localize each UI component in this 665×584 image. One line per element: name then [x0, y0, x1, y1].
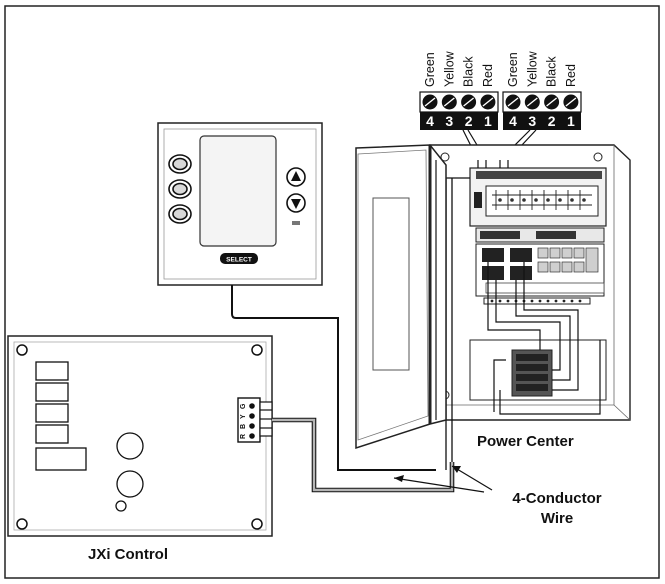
screw-slot-mark [443, 97, 455, 107]
four-conductor-wire [272, 417, 455, 493]
screw-slot-mark [507, 97, 519, 107]
wire-color-label: Green [423, 52, 437, 87]
board-terminal-screw-icon [249, 403, 255, 409]
wire-color-label: Green [506, 52, 520, 87]
thermostat-display [199, 135, 277, 247]
board-terminal-mark: Y [240, 414, 247, 419]
board-terminal-mark: G [240, 403, 247, 409]
thermostat-panel: SELECT [157, 122, 323, 286]
thermostat-arrow-buttons [286, 167, 306, 225]
board-terminal-screw-icon [249, 423, 255, 429]
screw-slot-mark [546, 97, 558, 107]
conductor-label-line1: 4-Conductor [512, 490, 601, 507]
terminal-number: 1 [484, 113, 492, 129]
power-center-label: Power Center [477, 433, 574, 450]
wire-color-label: Red [564, 64, 578, 87]
board-terminal-mark: B [240, 424, 247, 429]
wire-color-label: Black [462, 56, 476, 87]
power-center-enclosure [429, 144, 631, 490]
thermostat-left-buttons [168, 154, 192, 224]
screw-slot-mark [526, 97, 538, 107]
select-button [220, 253, 258, 264]
board-terminal-screw-icon [249, 413, 255, 419]
terminal-number: 4 [426, 113, 434, 129]
wire-color-label: Yellow [442, 50, 456, 87]
terminal-number: 3 [445, 113, 453, 129]
screw-slot-mark [463, 97, 475, 107]
terminal-number: 3 [528, 113, 536, 129]
board-terminal-mark: R [240, 434, 247, 439]
board-terminal-screw-icon [249, 433, 255, 439]
wire-color-label: Black [545, 56, 559, 87]
wire-color-label: Yellow [525, 50, 539, 87]
wire-color-label: Red [481, 64, 495, 87]
thermostat-cable [231, 285, 436, 471]
terminal-number: 1 [567, 113, 575, 129]
terminal-number: 2 [465, 113, 473, 129]
terminal-number: 2 [548, 113, 556, 129]
jxi-control-label: JXi Control [88, 546, 168, 563]
power-center-door [355, 144, 447, 450]
terminal-number: 4 [509, 113, 517, 129]
screw-slot-mark [482, 97, 494, 107]
screw-slot-mark [424, 97, 436, 107]
select-button-label: SELECT [226, 257, 252, 264]
screw-slot-mark [565, 97, 577, 107]
conductor-label-line2: Wire [541, 510, 573, 527]
